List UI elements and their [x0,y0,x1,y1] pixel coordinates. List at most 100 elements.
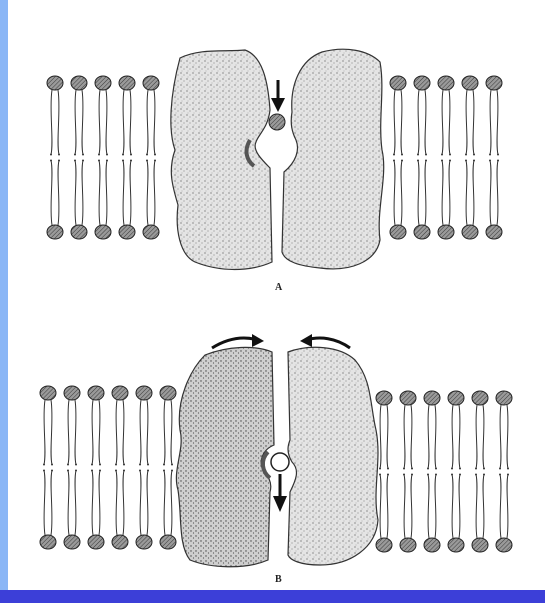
ion-icon [269,114,285,130]
lipid-head [119,225,135,239]
lipid-tail [58,161,59,226]
lipid-tail [490,90,491,155]
panel-b: B [40,334,512,585]
lipid-tail-end [473,154,475,156]
lipid-tail [466,90,467,155]
lipid-tail-end [82,160,84,162]
lipid-head [160,386,176,400]
lipid-head [448,391,464,405]
lipid-tail-end [379,468,381,470]
lipid-tail-end [449,160,451,162]
lipid-tail-end [393,160,395,162]
lipid-tail-end [154,154,156,156]
lipid-tail [99,161,100,226]
lipid-tail [380,405,381,469]
lipid-tail-end [115,470,117,472]
lipid-tail [401,90,402,155]
lipid-tail [428,405,429,469]
lipid-tail-end [115,464,117,466]
lipid-tail [425,90,426,155]
lipid-tail [497,161,498,226]
lipid-head [414,76,430,90]
lipid-tail-end [67,470,69,472]
lipid-tail-end [489,154,491,156]
lipid-head [400,391,416,405]
lipid-tail [44,400,45,465]
lipid-tail-end [427,468,429,470]
lipid-head [376,391,392,405]
lipid-tail-end [507,468,509,470]
lipid-tail [418,90,419,155]
lipid-tail-end [147,470,149,472]
lipid-tail-end [75,470,77,472]
lipid-tail-end [146,154,148,156]
lipid-tail [51,400,52,465]
down-arrow-icon [273,474,287,512]
lipid-tail-end [483,474,485,476]
panel-label-b: B [275,574,282,585]
lipid-head [376,538,392,552]
lipid-tail-end [122,160,124,162]
lipid-tail-end [497,154,499,156]
lipid-tail [394,161,395,226]
lipid-tail [130,90,131,155]
lipid-head [472,538,488,552]
lipid-tail-end [393,154,395,156]
lipid-tail-end [441,160,443,162]
lipid-tail-end [154,160,156,162]
lipid-tail-end [379,474,381,476]
lipid-tail [473,161,474,226]
lipid-tail-end [441,154,443,156]
lipid-head [438,225,454,239]
lipid-tail-end [51,464,53,466]
lipid-tail-end [507,474,509,476]
lipid-head [496,538,512,552]
lipid-tail [497,90,498,155]
lipid-tail-end [403,468,405,470]
lipid-head [71,225,87,239]
lipid-tail [507,475,508,539]
lipid-head [64,535,80,549]
lipid-head [424,391,440,405]
lipid-head [136,386,152,400]
lipid-tail-end [499,468,501,470]
lipid-tail-end [435,474,437,476]
lipid-tail [171,471,172,536]
lipid-tail-end [98,160,100,162]
lipid-tail-end [91,464,93,466]
lipid-tail-end [403,474,405,476]
lipid-tail-end [435,468,437,470]
lipid-head [112,535,128,549]
lipid-tail [92,471,93,536]
lipid-tail [106,161,107,226]
lipid-tail [123,161,124,226]
lipid-head [136,535,152,549]
lipid-tail-end [475,474,477,476]
lipid-tail [171,400,172,465]
lipid-tail [58,90,59,155]
lipid-head [414,225,430,239]
lipid-tail [500,405,501,469]
lipid-tail-end [139,464,141,466]
lipid-tail-end [123,470,125,472]
lipid-tail-end [130,160,132,162]
lipid-tail-end [82,154,84,156]
lipid-tail-end [425,160,427,162]
lipid-head [448,538,464,552]
lipid-tail [92,400,93,465]
lipid-tail-end [171,470,173,472]
lipid-tail [476,475,477,539]
lipid-tail [106,90,107,155]
lipid-head [71,76,87,90]
protein-left-half-a [171,50,272,270]
lipid-bilayer-right-a [390,76,502,239]
lipid-tail [140,400,141,465]
lipid-tail-end [171,464,173,466]
lipid-tail [99,400,100,465]
lipid-head [88,386,104,400]
protein-left-half-b [176,347,274,566]
lipid-tail [411,405,412,469]
lipid-head [390,225,406,239]
lipid-tail [435,405,436,469]
lipid-tail [164,471,165,536]
